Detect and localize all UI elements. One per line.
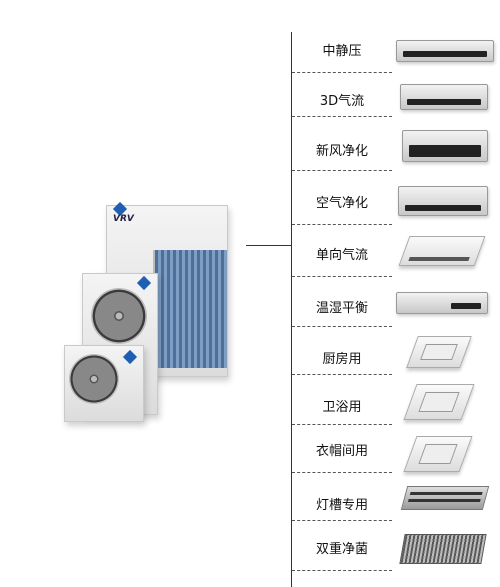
one-way-cassette-icon [398, 236, 486, 266]
duct-unit-3d-icon [400, 84, 488, 110]
indoor-type-label: 双重净菌 [315, 542, 368, 557]
bathroom-cassette-icon [403, 384, 475, 420]
light-trough-unit-icon [400, 486, 490, 510]
row-divider [292, 424, 392, 425]
indoor-type-label: 衣帽间用 [315, 444, 368, 459]
vrv-logo: VRV [113, 214, 134, 224]
vertical-bus-line [291, 32, 292, 587]
list-item: 中静压 [292, 34, 500, 73]
slim-duct-icon [396, 292, 488, 314]
list-item: 灯槽专用 [292, 472, 500, 521]
coil-grille [153, 250, 227, 368]
row-divider [292, 72, 392, 73]
list-item: 单向气流 [292, 224, 500, 277]
fan-icon [91, 288, 147, 344]
row-divider [292, 472, 392, 473]
list-item: 空气净化 [292, 170, 500, 225]
list-item: 双重净菌 [292, 520, 500, 571]
indoor-type-label: 灯槽专用 [315, 498, 368, 513]
outdoor-unit-small [64, 345, 144, 422]
dual-sterilize-unit-icon [399, 534, 487, 564]
list-item: 温湿平衡 [292, 276, 500, 327]
duct-unit-icon [396, 40, 494, 62]
connector-line [246, 245, 292, 246]
row-divider [292, 276, 392, 277]
daikin-logo-icon [122, 349, 138, 365]
daikin-logo-icon [136, 275, 152, 291]
kitchen-cassette-icon [406, 336, 472, 368]
indoor-type-label: 厨房用 [322, 352, 362, 367]
indoor-type-label: 单向气流 [315, 248, 368, 263]
row-divider [292, 374, 392, 375]
list-item: 3D气流 [292, 72, 500, 117]
list-item: 卫浴用 [292, 374, 500, 425]
purifier-unit-icon [398, 186, 488, 216]
indoor-type-label: 新风净化 [315, 144, 368, 159]
row-divider [292, 116, 392, 117]
row-divider [292, 520, 392, 521]
fan-icon [69, 354, 119, 404]
list-item: 衣帽间用 [292, 424, 500, 473]
row-divider [292, 326, 392, 327]
list-item: 厨房用 [292, 326, 500, 375]
fresh-air-unit-icon [402, 130, 488, 162]
indoor-type-label: 卫浴用 [322, 400, 362, 415]
indoor-type-label: 温湿平衡 [315, 301, 368, 316]
row-divider [292, 170, 392, 171]
indoor-type-label: 3D气流 [319, 94, 365, 109]
indoor-type-label: 中静压 [322, 44, 362, 59]
row-divider [292, 570, 392, 571]
indoor-type-label: 空气净化 [315, 196, 368, 211]
closet-cassette-icon [403, 436, 473, 472]
row-divider [292, 224, 392, 225]
outdoor-units-image: VRV [60, 195, 250, 435]
list-item: 新风净化 [292, 116, 500, 171]
